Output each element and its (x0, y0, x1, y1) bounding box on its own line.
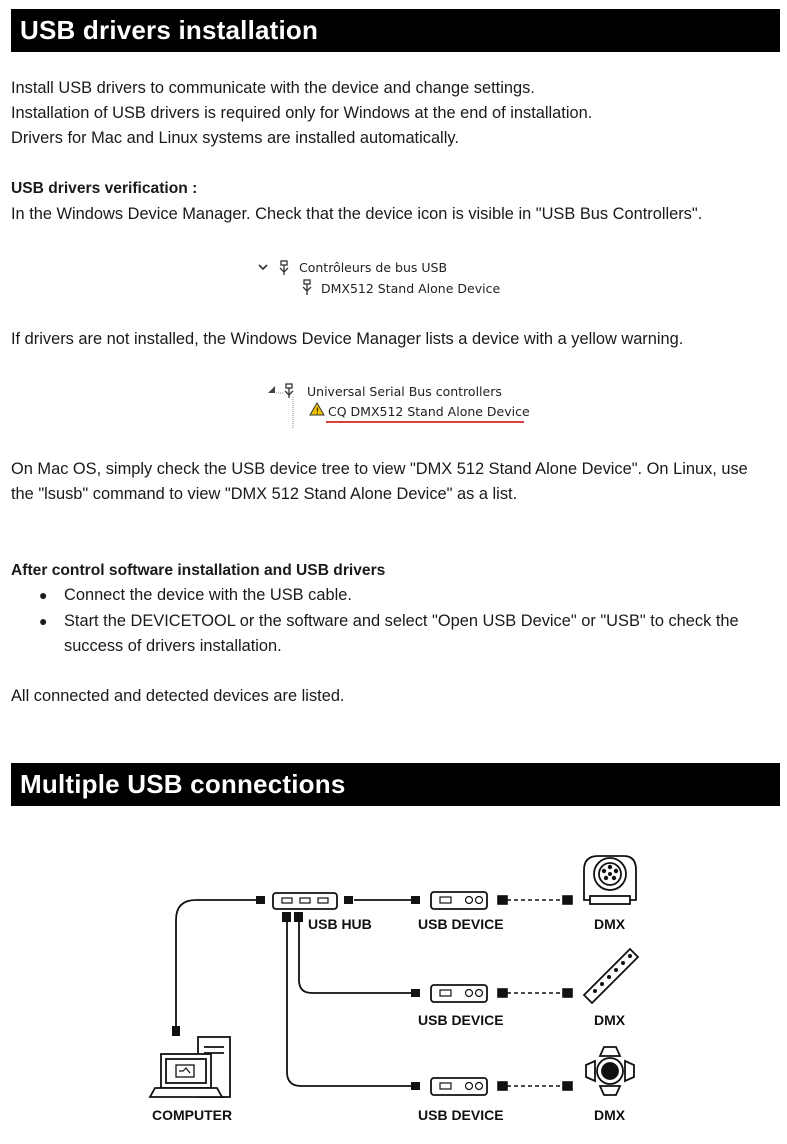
tree-item-unknown-device: CQ DMX512 Stand Alone Device (328, 404, 530, 419)
tree-item-usb-controllers: Universal Serial Bus controllers (307, 384, 502, 399)
section-title-usb-drivers: USB drivers installation (11, 9, 780, 52)
effect-light-icon (585, 1046, 635, 1096)
bullet-icon: ● (39, 612, 48, 629)
moving-head-light-icon (583, 855, 637, 905)
device-label-2: USB DEVICE (418, 1012, 504, 1028)
chevron-down-icon (258, 264, 268, 271)
intro-line-1: Install USB drivers to communicate with … (11, 79, 535, 97)
after-install-list: ●Connect the device with the USB cable. … (11, 583, 771, 660)
closing-text: All connected and detected devices are l… (11, 687, 345, 705)
usb-hub-icon (272, 892, 338, 910)
computer-icon (148, 1036, 231, 1098)
usb-device-icon (430, 984, 488, 1003)
computer-label: COMPUTER (152, 1107, 232, 1123)
warning-text: If drivers are not installed, the Window… (11, 330, 684, 348)
usb-icon (279, 260, 289, 275)
bullet-icon: ● (39, 587, 48, 603)
usb-tree-icons: ! (268, 383, 524, 429)
verification-heading: USB drivers verification : (11, 180, 198, 197)
usb-icon (284, 383, 294, 398)
expand-arrow-icon (268, 386, 275, 393)
list-item: ●Start the DEVICETOOL or the software an… (11, 609, 771, 660)
after-install-heading: After control software installation and … (11, 562, 386, 579)
section-title-multiple-usb: Multiple USB connections (11, 763, 780, 806)
dmx-label-1: DMX (594, 916, 626, 932)
device-label-1: USB DEVICE (418, 916, 504, 932)
intro-line-3: Drivers for Mac and Linux systems are in… (11, 129, 459, 147)
warning-icon: ! (309, 402, 325, 417)
usb-device-icon (430, 1077, 488, 1096)
list-item: ●Connect the device with the USB cable. (11, 583, 771, 609)
usb-tree-icons (258, 260, 289, 275)
usb-icon (302, 279, 312, 295)
mac-linux-text: On Mac OS, simply check the USB device t… (11, 460, 748, 503)
intro-line-2: Installation of USB drivers is required … (11, 104, 593, 122)
usb-device-icon (430, 891, 488, 910)
led-bar-icon (582, 947, 640, 1005)
usb-connection-diagram: USB HUB USB DEVICE USB DEVICE USB DEVICE (148, 855, 640, 1123)
dmx-label-2: DMX (594, 1012, 626, 1028)
hub-label: USB HUB (308, 916, 372, 932)
svg-text:!: ! (316, 407, 320, 417)
dmx-label-3: DMX (594, 1107, 626, 1123)
tree-item-usb-controllers: Contrôleurs de bus USB (299, 260, 448, 275)
device-label-3: USB DEVICE (418, 1107, 504, 1123)
verification-text: In the Windows Device Manager. Check tha… (11, 205, 703, 223)
tree-item-dmx-device: DMX512 Stand Alone Device (321, 281, 501, 296)
